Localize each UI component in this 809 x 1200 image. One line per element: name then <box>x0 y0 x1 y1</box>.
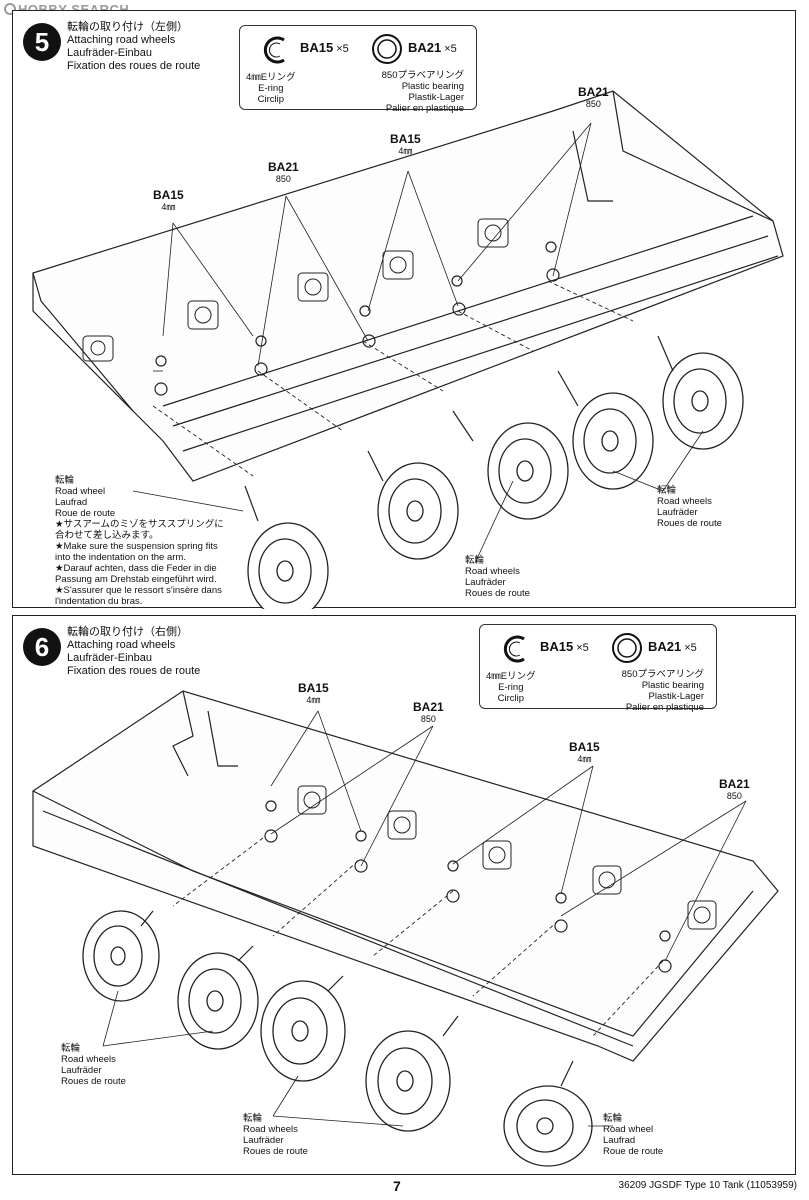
step-5-note-road-wheel: 転輪 Road wheel Laufrad Roue de route ★サスア… <box>55 475 224 607</box>
step-5-note-road-wheels-right: 転輪 Road wheels Laufräder Roues de route <box>657 485 722 529</box>
bearing-icon <box>612 633 642 663</box>
step-6-titles: 転輪の取り付け（右側） Attaching road wheels Laufrä… <box>67 626 200 678</box>
step-5-title-jp: 転輪の取り付け（左側） <box>67 21 188 33</box>
step-6-title-de: Laufräder-Einbau <box>67 652 153 664</box>
step-6-note-road-wheels-bottom: 転輪 Road wheels Laufräder Roues de route <box>243 1113 308 1157</box>
step-6-title-en: Attaching road wheels <box>67 639 176 651</box>
legend-ba21: BA21×5 <box>648 639 697 654</box>
step-5-note-road-wheels-mid: 転輪 Road wheels Laufräder Roues de route <box>465 555 530 599</box>
step-6-title-fr: Fixation des roues de route <box>67 665 201 677</box>
step-5-title-en: Attaching road wheels <box>67 34 176 46</box>
legend-ba15: BA15×5 <box>300 40 349 55</box>
step-6-note-road-wheels-left: 転輪 Road wheels Laufräder Roues de route <box>61 1043 126 1087</box>
model-number: 36209 JGSDF Type 10 Tank (11053959) <box>618 1180 797 1191</box>
step-6-number: 6 <box>23 628 61 666</box>
step-5-titles: 転輪の取り付け（左側） Attaching road wheels Laufrä… <box>67 21 200 73</box>
step-6-parts-legend: BA15×5 4㎜Eリング E-ring Circlip BA21×5 850プ… <box>479 624 717 713</box>
legend-ba21-desc: 850プラベアリング Plastic bearing Plastik-Lager… <box>381 70 464 114</box>
step-6-panel: 6 転輪の取り付け（右側） Attaching road wheels Lauf… <box>12 615 796 1175</box>
bearing-icon <box>372 34 402 64</box>
legend-ba15-desc: 4㎜Eリング E-ring Circlip <box>486 671 536 704</box>
step-5-title-de: Laufräder-Einbau <box>67 47 153 59</box>
step-6-note-road-wheel-right: 転輪 Road wheel Laufrad Roue de route <box>603 1113 664 1157</box>
step-5-title-fr: Fixation des roues de route <box>67 60 201 72</box>
watermark-logo-icon <box>4 3 16 15</box>
page-number: 7 <box>393 1178 401 1194</box>
legend-ba15: BA15×5 <box>540 639 589 654</box>
step-5-panel: 5 転輪の取り付け（左側） Attaching road wheels Lauf… <box>12 10 796 609</box>
legend-ba21: BA21×5 <box>408 40 457 55</box>
step-5-parts-legend: BA15×5 4㎜Eリング E-ring Circlip BA21×5 850プ… <box>239 25 477 114</box>
step-6-title-jp: 転輪の取り付け（右側） <box>67 626 188 638</box>
legend-ba21-desc: 850プラベアリング Plastic bearing Plastik-Lager… <box>621 669 704 713</box>
legend-ba15-desc: 4㎜Eリング E-ring Circlip <box>246 72 296 105</box>
step-6-hull-drawing <box>32 690 779 1167</box>
step-5-number: 5 <box>23 23 61 61</box>
step-5-hull-drawing <box>32 90 784 609</box>
e-ring-icon <box>263 36 285 64</box>
e-ring-icon <box>503 635 525 663</box>
